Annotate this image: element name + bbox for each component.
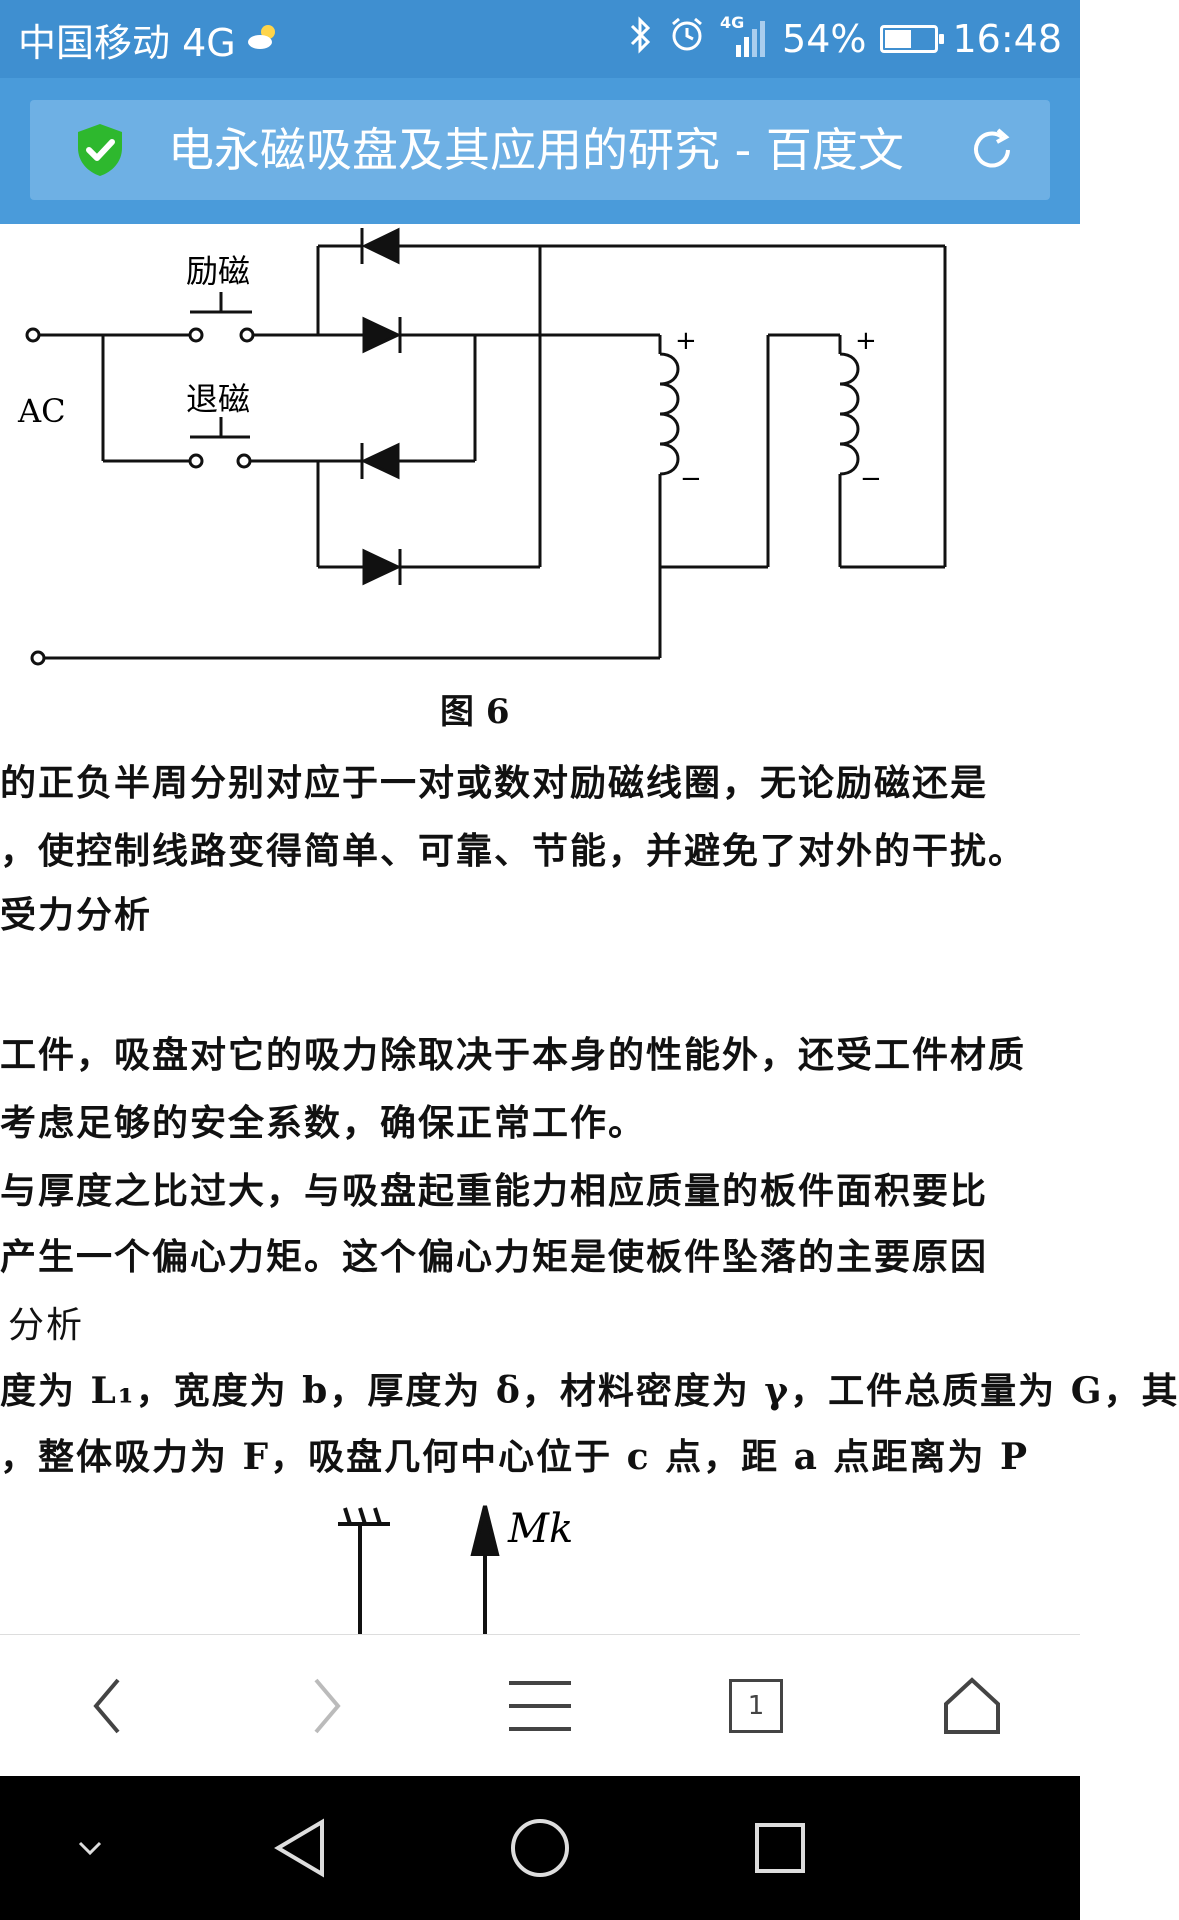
- menu-button[interactable]: [470, 1635, 610, 1777]
- network-type-label: 4G: [720, 13, 745, 32]
- back-button[interactable]: [38, 1635, 178, 1777]
- text-line: ，整体吸力为 F，吸盘几何中心位于 c 点，距 a 点距离为 P: [0, 1436, 1030, 1478]
- browser-bottom-bar: 1: [0, 1634, 1080, 1777]
- hide-nav-button[interactable]: [30, 1776, 150, 1920]
- bluetooth-icon: [628, 15, 654, 63]
- forward-arrow-icon: [314, 1678, 341, 1734]
- document-view[interactable]: 励磁 退磁 AC + − + − 图 6 的正负半周分别对应于一对或数对励磁线圈…: [0, 224, 1177, 1634]
- system-nav-bar: [0, 1776, 1080, 1920]
- weather-icon: [246, 17, 280, 61]
- coil2-minus: −: [860, 464, 882, 494]
- coil1-plus: +: [675, 326, 697, 356]
- system-back-button[interactable]: [240, 1776, 360, 1920]
- battery-percent: 54%: [782, 17, 867, 61]
- demag-label: 退磁: [186, 380, 251, 418]
- signal-icon: 4G: [720, 13, 768, 61]
- battery-level: [885, 30, 912, 48]
- text-line: 考虑足够的安全系数，确保正常工作。: [0, 1102, 647, 1144]
- carrier-label: 中国移动 4G: [18, 20, 236, 65]
- chevron-down-icon: [78, 1841, 102, 1856]
- section-heading: 受力分析: [0, 894, 153, 936]
- circle-home-icon: [511, 1819, 569, 1877]
- text-line: 度为 L₁，宽度为 b，厚度为 δ，材料密度为 γ，工件总质量为 G，其: [0, 1370, 1179, 1412]
- battery-icon: [880, 25, 945, 53]
- subsection-heading: 分析: [8, 1305, 85, 1346]
- forward-button[interactable]: [256, 1635, 396, 1777]
- coil1-minus: −: [680, 464, 702, 494]
- address-bar[interactable]: 电永磁吸盘及其应用的研究 - 百度文: [30, 100, 1050, 200]
- excite-label: 励磁: [186, 252, 251, 290]
- reload-icon[interactable]: [962, 120, 1022, 180]
- alarm-icon: [668, 16, 706, 63]
- triangle-back-icon: [274, 1818, 324, 1878]
- page-title: 电永磁吸盘及其应用的研究 - 百度文: [168, 123, 904, 177]
- force-diagram: [338, 1505, 500, 1634]
- back-arrow-icon: [93, 1678, 120, 1734]
- figure-caption: 图 6: [440, 692, 510, 732]
- square-recents-icon: [755, 1823, 805, 1873]
- text-line: ，使控制线路变得简单、可靠、节能，并避免了对外的干扰。: [0, 830, 1027, 872]
- text-line: 工件，吸盘对它的吸力除取决于本身的性能外，还受工件材质: [0, 1034, 1027, 1076]
- clock: 16:48: [952, 17, 1062, 61]
- text-line: 产生一个偏心力矩。这个偏心力矩是使板件坠落的主要原因: [0, 1236, 989, 1278]
- system-home-button[interactable]: [480, 1776, 600, 1920]
- coil2-plus: +: [855, 326, 877, 356]
- tabs-button[interactable]: 1: [686, 1635, 826, 1777]
- text-line: 的正负半周分别对应于一对或数对励磁线圈，无论励磁还是: [0, 762, 989, 804]
- system-recents-button[interactable]: [720, 1776, 840, 1920]
- tabs-icon: 1: [729, 1679, 783, 1733]
- status-bar: 中国移动 4G 4G 54% 16:48: [0, 0, 1080, 78]
- tab-count: 1: [747, 1691, 765, 1721]
- browser-toolbar: 电永磁吸盘及其应用的研究 - 百度文: [0, 78, 1080, 224]
- menu-icon: [509, 1681, 571, 1731]
- text-line: 与厚度之比过大，与吸盘起重能力相应质量的板件面积要比: [0, 1170, 989, 1212]
- ac-label: AC: [18, 392, 66, 430]
- force-label: Mk: [508, 1506, 574, 1552]
- home-icon: [944, 1677, 1000, 1734]
- home-button[interactable]: [902, 1635, 1042, 1777]
- secure-shield-icon: [70, 120, 130, 180]
- circuit-diagram: [25, 227, 947, 666]
